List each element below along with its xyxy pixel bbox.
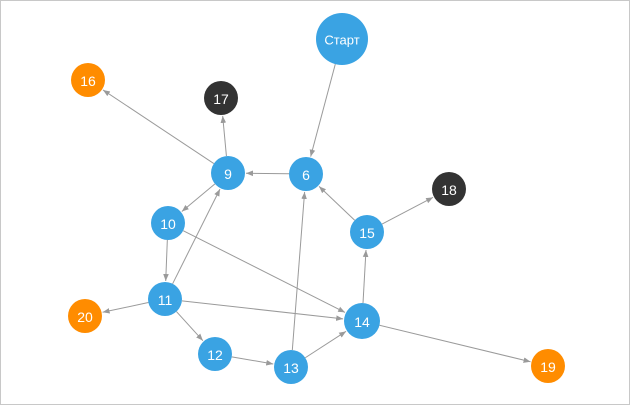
nodes-layer: Старт 6 9 10 11 12 13 14 15 16 17 18 19 20 xyxy=(68,13,565,384)
node-circle[interactable] xyxy=(151,206,185,240)
node-18[interactable]: 18 xyxy=(432,172,466,206)
edge-6-to-9 xyxy=(245,170,290,177)
edge-9-to-17 xyxy=(220,115,227,157)
node-16[interactable]: 16 xyxy=(71,63,105,97)
node-9[interactable]: 9 xyxy=(211,156,245,190)
node-circle[interactable] xyxy=(71,63,105,97)
node-10[interactable]: 10 xyxy=(151,206,185,240)
node-circle[interactable] xyxy=(68,299,102,333)
node-20[interactable]: 20 xyxy=(68,299,102,333)
node-circle[interactable] xyxy=(148,282,182,316)
edge-11-to-12 xyxy=(176,311,204,342)
node-circle[interactable] xyxy=(344,303,380,339)
edge-11-to-14 xyxy=(181,300,344,321)
edge-10-to-11 xyxy=(163,239,169,282)
node-12[interactable]: 12 xyxy=(198,337,232,371)
node-19[interactable]: 19 xyxy=(531,349,565,383)
edge-10-to-14 xyxy=(182,230,346,313)
edge-12-to-13 xyxy=(231,356,274,366)
node-circle[interactable] xyxy=(211,156,245,190)
node-circle[interactable] xyxy=(531,349,565,383)
edge-14-to-19 xyxy=(379,324,531,363)
edges-layer xyxy=(102,63,531,366)
node-13[interactable]: 13 xyxy=(274,350,308,384)
edge-11-to-20 xyxy=(102,302,149,314)
edge-9-to-10 xyxy=(181,183,216,212)
edge-15-to-18 xyxy=(381,196,434,225)
node-circle[interactable] xyxy=(274,350,308,384)
node-17[interactable]: 17 xyxy=(204,81,238,115)
node-start[interactable]: Старт xyxy=(316,13,368,65)
node-circle[interactable] xyxy=(316,13,368,65)
edge-13-to-6 xyxy=(291,191,307,351)
node-circle[interactable] xyxy=(432,172,466,206)
edge-14-to-15 xyxy=(362,249,369,304)
node-11[interactable]: 11 xyxy=(148,282,182,316)
node-circle[interactable] xyxy=(350,215,384,249)
edge-9-to-16 xyxy=(102,89,215,165)
node-6[interactable]: 6 xyxy=(289,157,323,191)
node-circle[interactable] xyxy=(198,337,232,371)
node-circle[interactable] xyxy=(204,81,238,115)
edge-15-to-6 xyxy=(318,186,356,221)
edge-start-to-6 xyxy=(309,63,336,157)
edge-11-to-9 xyxy=(172,188,221,285)
node-15[interactable]: 15 xyxy=(350,215,384,249)
edge-13-to-14 xyxy=(304,330,347,359)
node-14[interactable]: 14 xyxy=(344,303,380,339)
node-circle[interactable] xyxy=(289,157,323,191)
